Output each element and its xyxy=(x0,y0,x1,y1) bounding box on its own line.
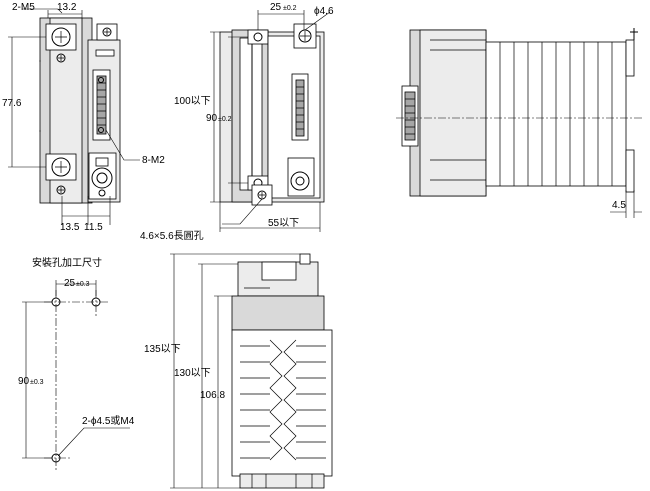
mount-view: 25 ±0.2 ϕ4.6 100以下 90 ±0.2 4.6×5.6長圓孔 55… xyxy=(140,2,334,242)
label-13-5: 13.5 xyxy=(60,222,80,233)
label-11-5: 11.5 xyxy=(84,222,103,233)
front-view: 2-M5 13.2 77.6 8-M2 13.5 11.5 xyxy=(2,2,165,233)
label-tol02-top: ±0.2 xyxy=(283,5,297,12)
label-2-m5: 2-M5 xyxy=(12,2,35,13)
label-90: 90 xyxy=(206,113,218,124)
label-hole-title: 安裝孔加工尺寸 xyxy=(32,256,102,269)
label-90-hole: 90 xyxy=(18,376,30,387)
label-tol02-side: ±0.2 xyxy=(218,116,232,123)
label-100: 100以下 xyxy=(174,96,211,107)
label-13-2: 13.2 xyxy=(57,2,77,13)
label-55: 55以下 xyxy=(268,218,299,229)
label-tol03-hole-side: ±0.3 xyxy=(30,379,44,386)
label-phi4-6: ϕ4.6 xyxy=(314,6,334,17)
label-holes: 2-ϕ4.5或M4 xyxy=(82,415,135,427)
label-25-hole: 25 xyxy=(64,278,76,289)
label-130: 130以下 xyxy=(174,368,211,379)
label-25-top: 25 xyxy=(270,2,282,13)
label-135: 135以下 xyxy=(144,344,181,355)
mounting-hole-view: 安裝孔加工尺寸 25 ±0.3 90 ±0.3 2-ϕ4.5或M4 xyxy=(18,256,135,470)
label-slot: 4.6×5.6長圓孔 xyxy=(140,230,204,242)
label-4-5: 4.5 xyxy=(612,200,626,211)
side-view: 4.5 xyxy=(396,28,642,218)
label-106-8: 106.8 xyxy=(200,390,225,401)
label-tol03-hole-top: ±0.3 xyxy=(76,281,90,288)
label-8-m2: 8-M2 xyxy=(142,155,165,166)
heatsink-view: 135以下 130以下 106.8 xyxy=(144,253,333,489)
label-77-6: 77.6 xyxy=(2,98,22,109)
